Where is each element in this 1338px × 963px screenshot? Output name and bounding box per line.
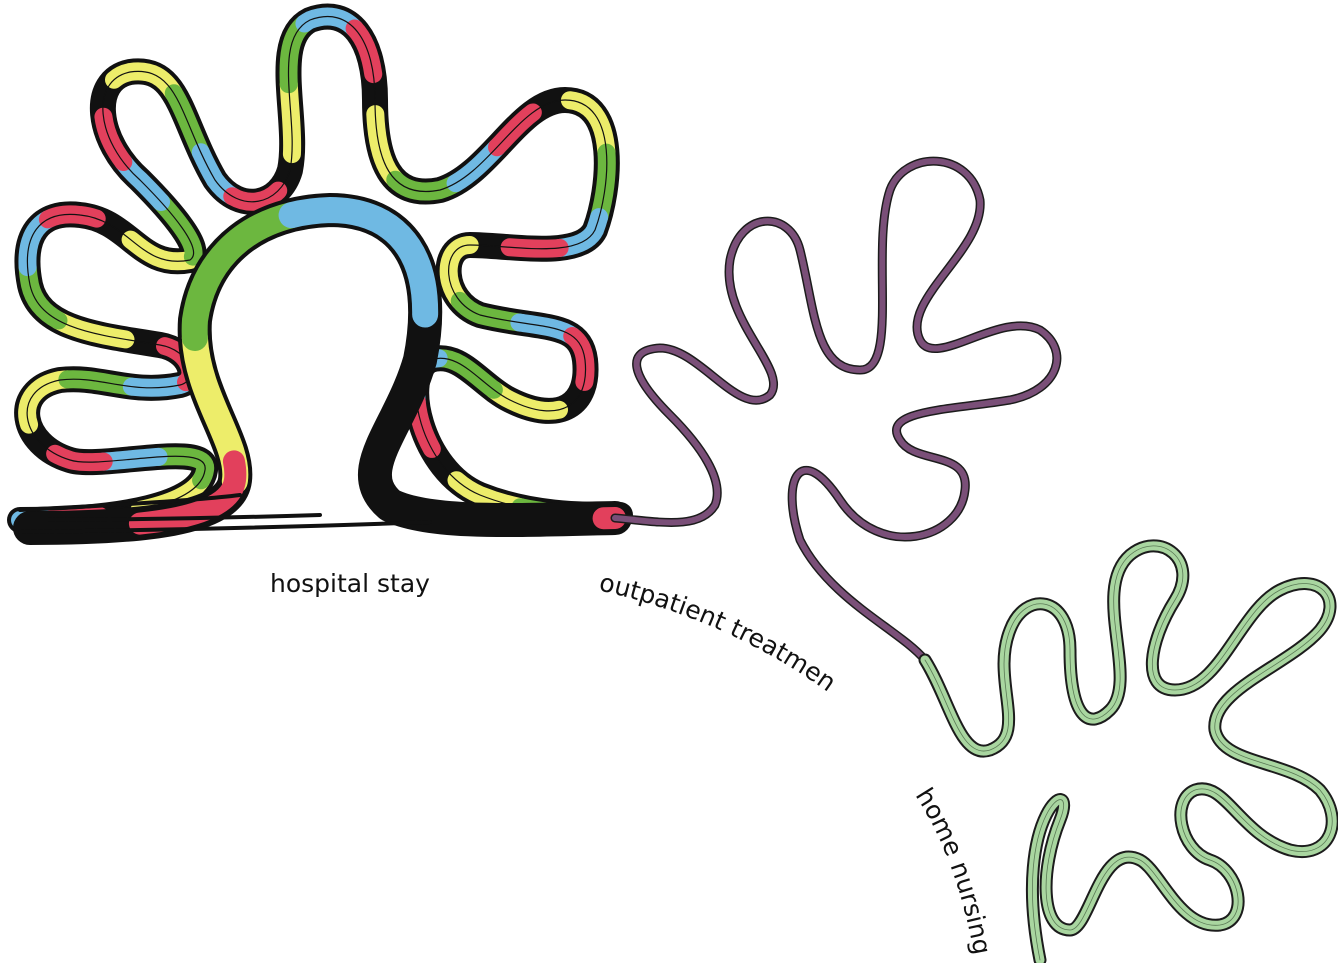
- hospital-ribbon-outline: [20, 17, 620, 520]
- outpatient-ribbon-fill: [615, 161, 1057, 660]
- hospital-stay-flow: [20, 17, 620, 532]
- outpatient-flow: [615, 161, 1057, 660]
- home-nursing-flow: [925, 546, 1332, 960]
- label-hospital-stay: hospital stay: [270, 569, 430, 598]
- home-ribbon-fill: [925, 546, 1332, 960]
- label-home-nursing: home nursing: [910, 783, 997, 957]
